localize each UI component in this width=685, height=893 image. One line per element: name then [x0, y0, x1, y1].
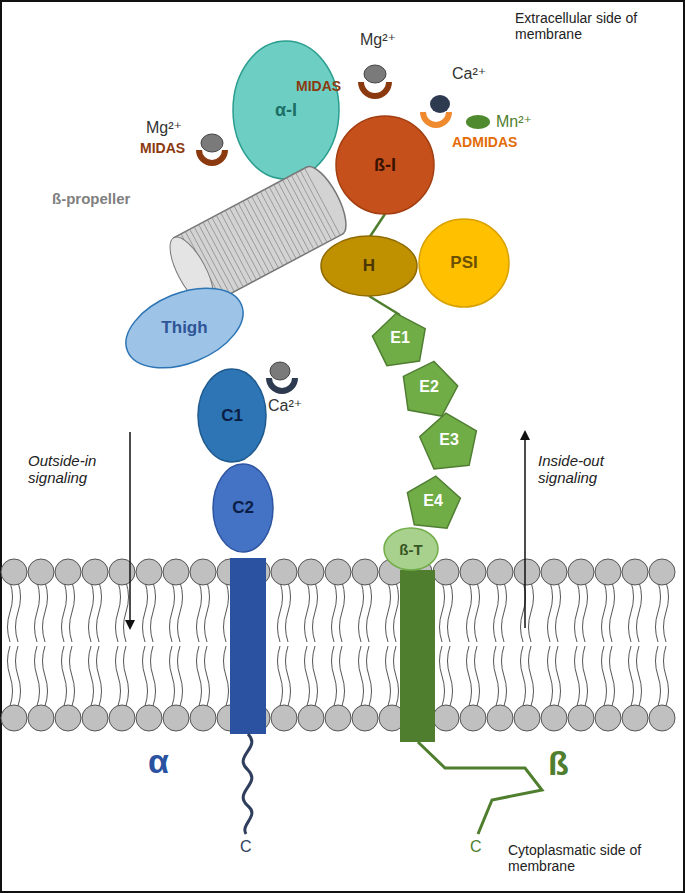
lipid-bilayer	[1, 559, 675, 731]
domain-label: α-I	[275, 100, 297, 121]
domain-label: C1	[221, 406, 243, 426]
domain-label: E2	[419, 378, 439, 396]
signal-label: Inside-out signaling	[538, 452, 638, 486]
domain-label: ß-I	[374, 155, 396, 176]
beta-tail	[418, 742, 542, 834]
ion-label: Ca²⁺	[268, 396, 302, 415]
chain-label: ß	[548, 744, 569, 783]
egf-domain: E3	[418, 412, 480, 468]
signal-label: Outside-in signaling	[28, 452, 124, 486]
outside-in-arrow	[129, 432, 131, 628]
inside-out-arrow	[524, 432, 526, 628]
beta-i-domain: ß-I	[335, 115, 435, 215]
ion-label: Ca²⁺	[452, 64, 486, 83]
domain-label: PSI	[450, 253, 477, 273]
alpha-i-domain: α-I	[232, 40, 340, 180]
domain-label: ß-T	[399, 541, 422, 558]
midas-site	[358, 82, 392, 99]
mg-ion	[364, 65, 386, 83]
domain-label: E3	[439, 431, 459, 449]
terminus-label: C	[470, 838, 482, 856]
region-label: Cytoplasmatic side of membrane	[508, 842, 668, 874]
mg-ion	[201, 134, 223, 152]
terminus-label: C	[240, 838, 252, 856]
admidas-site	[420, 112, 452, 128]
domain-linker	[369, 296, 400, 315]
mn-ion	[466, 115, 490, 129]
domain-label: Thigh	[161, 318, 207, 338]
ca-ion	[430, 95, 450, 113]
egf-domain: E2	[400, 360, 458, 414]
calf1-domain: C1	[197, 368, 267, 463]
beta-tm-helix	[400, 570, 435, 742]
site-label: MIDAS	[140, 140, 185, 156]
region-label: Extracellular side of membrane	[515, 10, 675, 42]
psi-domain: PSI	[418, 218, 510, 308]
domain-label: ß-propeller	[52, 190, 130, 207]
thigh-domain: Thigh	[122, 292, 247, 364]
domain-label: C2	[232, 498, 254, 518]
ca-site	[266, 378, 298, 394]
beta-tail-domain: ß-T	[383, 527, 439, 571]
domain-label: E1	[390, 329, 410, 347]
site-label: MIDAS	[296, 78, 341, 94]
domain-label: H	[363, 256, 375, 276]
beta-propeller: ß-propeller	[172, 182, 344, 290]
domain-label: E4	[423, 492, 443, 510]
site-label: ADMIDAS	[452, 134, 517, 150]
domain-shape	[172, 182, 344, 290]
alpha-tail	[243, 734, 252, 834]
ion-label: Mn²⁺	[496, 112, 532, 131]
ca-ion	[270, 362, 290, 380]
egf-domain: E4	[405, 475, 461, 527]
chain-label: α	[148, 742, 169, 781]
ion-label: Mg²⁺	[146, 118, 182, 137]
alpha-tm-helix	[230, 558, 266, 734]
ion-label: Mg²⁺	[360, 30, 396, 49]
domain-linker	[369, 214, 385, 238]
egf-domain: E1	[372, 312, 428, 364]
calf2-domain: C2	[212, 463, 274, 553]
hybrid-domain: H	[320, 235, 418, 297]
